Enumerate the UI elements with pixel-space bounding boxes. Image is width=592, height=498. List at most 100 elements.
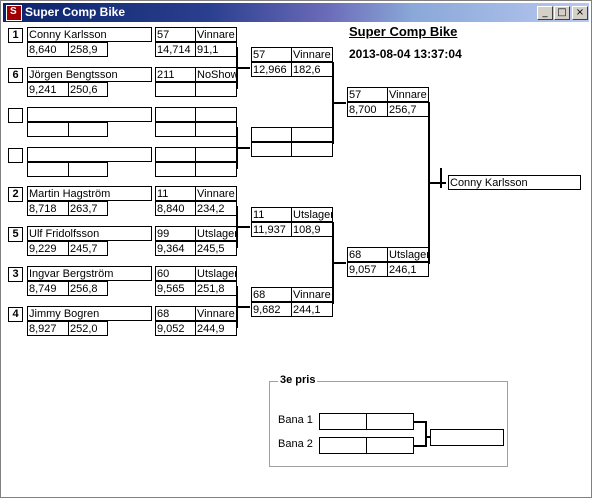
maximize-button[interactable]: □ [554,6,570,20]
third-place-winner-field[interactable] [430,429,504,446]
result-status[interactable]: NoShow [195,67,237,82]
reaction-time[interactable]: 8,749 [27,281,69,296]
result-status[interactable]: Utslagen [195,266,237,281]
elapsed-time[interactable] [251,142,292,157]
speed-value[interactable]: 245,5 [195,241,237,256]
result-status[interactable]: Vinnare [387,87,429,102]
result-status[interactable]: Vinnare [195,306,237,321]
result-status[interactable]: Utslagen [291,207,333,222]
speed-value[interactable]: 263,7 [68,201,108,216]
racer-name[interactable]: Jimmy Bogren [27,306,152,321]
speed-value[interactable] [68,122,108,137]
speed-value[interactable]: 244,1 [291,302,333,317]
seed-number [8,148,23,163]
overall-winner[interactable]: Conny Karlsson [448,175,581,190]
racer-name[interactable] [27,147,152,162]
reaction-time[interactable] [27,162,69,177]
bike-number[interactable]: 57 [347,87,388,102]
bike-number[interactable]: 11 [251,207,292,222]
reaction-time[interactable]: 9,241 [27,82,69,97]
elapsed-time[interactable]: 9,364 [155,241,196,256]
close-button[interactable]: × [572,6,588,20]
elapsed-time[interactable]: 11,937 [251,222,292,237]
racer-name[interactable]: Ingvar Bergström [27,266,152,281]
bike-number[interactable] [251,127,292,142]
elapsed-time[interactable]: 12,966 [251,62,292,77]
speed-value[interactable]: 251,8 [195,281,237,296]
bike-number[interactable]: 57 [251,47,292,62]
speed-value[interactable]: 245,7 [68,241,108,256]
racer-name[interactable] [27,107,152,122]
lane2-right-field[interactable] [366,437,414,454]
racer-name[interactable]: Conny Karlsson [27,27,152,42]
result-status[interactable] [291,127,333,142]
app-icon[interactable]: S [6,5,22,21]
bike-number[interactable]: 99 [155,226,196,241]
racer-name[interactable]: Ulf Fridolfsson [27,226,152,241]
elapsed-time[interactable]: 9,565 [155,281,196,296]
speed-value[interactable]: 244,9 [195,321,237,336]
title-bar[interactable]: S Super Comp Bike _ □ × [3,3,589,22]
seed-number: 2 [8,187,23,202]
connector [414,421,426,423]
result-status[interactable]: Vinnare [291,287,333,302]
reaction-time[interactable]: 8,927 [27,321,69,336]
elapsed-time[interactable] [155,82,196,97]
speed-value[interactable] [291,142,333,157]
speed-value[interactable] [195,82,237,97]
elapsed-time[interactable]: 9,052 [155,321,196,336]
reaction-time[interactable]: 8,640 [27,42,69,57]
connector [236,306,250,308]
bike-number[interactable]: 11 [155,186,196,201]
result-status[interactable]: Vinnare [195,27,237,42]
connector [332,102,346,104]
elapsed-time[interactable]: 9,057 [347,262,388,277]
bike-number[interactable]: 57 [155,27,196,42]
reaction-time[interactable]: 8,718 [27,201,69,216]
bike-number[interactable] [155,107,196,122]
result-status[interactable]: Vinnare [291,47,333,62]
reaction-time[interactable]: 9,229 [27,241,69,256]
speed-value[interactable]: 256,7 [387,102,429,117]
speed-value[interactable]: 256,8 [68,281,108,296]
speed-value[interactable] [195,122,237,137]
speed-value[interactable] [195,162,237,177]
speed-value[interactable]: 91,1 [195,42,237,57]
speed-value[interactable] [68,162,108,177]
elapsed-time[interactable] [155,122,196,137]
bike-number[interactable]: 211 [155,67,196,82]
result-status[interactable]: Vinnare [195,186,237,201]
bike-number[interactable] [155,147,196,162]
speed-value[interactable]: 252,0 [68,321,108,336]
elapsed-time[interactable]: 8,840 [155,201,196,216]
lane2-left-field[interactable] [319,437,367,454]
reaction-time[interactable] [27,122,69,137]
elapsed-time[interactable]: 9,682 [251,302,292,317]
bike-number[interactable]: 68 [155,306,196,321]
minimize-button[interactable]: _ [537,6,553,20]
seed-number: 4 [8,307,23,322]
speed-value[interactable]: 246,1 [387,262,429,277]
result-status[interactable]: Utslagen [387,247,429,262]
bike-number[interactable]: 60 [155,266,196,281]
speed-value[interactable]: 250,6 [68,82,108,97]
lane1-right-field[interactable] [366,413,414,430]
third-place-title: 3e pris [278,374,318,386]
speed-value[interactable]: 234,2 [195,201,237,216]
elapsed-time[interactable] [155,162,196,177]
bike-number[interactable]: 68 [347,247,388,262]
lane1-left-field[interactable] [319,413,367,430]
result-status[interactable] [195,107,237,122]
bike-number[interactable]: 68 [251,287,292,302]
speed-value[interactable]: 258,9 [68,42,108,57]
racer-name[interactable]: Jörgen Bengtsson [27,67,152,82]
speed-value[interactable]: 108,9 [291,222,333,237]
result-status[interactable] [195,147,237,162]
speed-value[interactable]: 182,6 [291,62,333,77]
elapsed-time[interactable]: 8,700 [347,102,388,117]
elapsed-time[interactable]: 14,714 [155,42,196,57]
lane2-label: Bana 2 [278,438,313,450]
racer-name[interactable]: Martin Hagström [27,186,152,201]
result-status[interactable]: Utslagen [195,226,237,241]
